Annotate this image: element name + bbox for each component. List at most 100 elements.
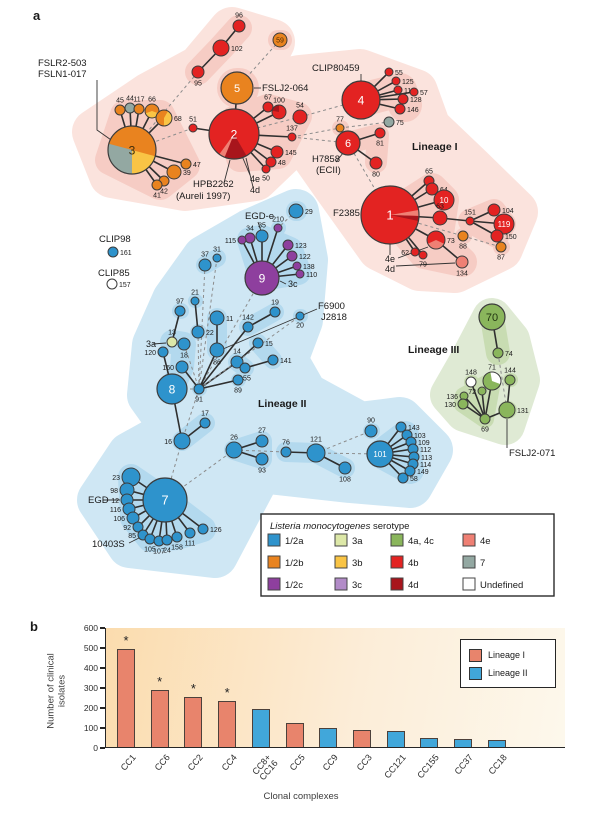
node-13-label: 13	[168, 330, 176, 337]
node-59: 59	[272, 32, 288, 48]
node-106-fill	[127, 512, 139, 524]
node-148-label: 148	[465, 370, 477, 377]
node-148-fill	[466, 377, 476, 387]
node-149-outline	[404, 465, 416, 477]
node-95-label: 95	[194, 81, 202, 88]
node-10-outline	[433, 189, 455, 211]
node-130-outline	[457, 398, 469, 410]
node-3-label: 3	[129, 143, 136, 157]
node-29: 29	[288, 203, 313, 219]
node-13-outline	[166, 336, 178, 348]
node-123-label: 123	[295, 243, 307, 250]
node-130-fill	[458, 399, 468, 409]
node-100: 100	[271, 98, 287, 120]
node-15-label: 15	[265, 341, 273, 348]
label-3c: 3c	[288, 279, 298, 289]
node-27: 27	[255, 428, 269, 448]
node-16-fill	[174, 433, 190, 449]
node-131: 131	[498, 401, 529, 419]
node-69: 69	[479, 413, 491, 434]
node-75: 75	[383, 116, 404, 128]
node-57-fill	[410, 88, 418, 96]
node-8-fill	[157, 374, 187, 404]
legend-swatch-3a	[334, 533, 348, 547]
leader-line-8	[395, 262, 456, 267]
node-117-fill	[134, 104, 144, 114]
node-14-outline	[230, 355, 244, 369]
node-95-fill	[192, 66, 204, 78]
node-10-fill	[434, 190, 454, 210]
edge-88-87	[462, 235, 502, 248]
node-75-outline	[383, 116, 395, 128]
node-1: 1	[360, 185, 420, 245]
label-f6900: F6900	[318, 301, 345, 312]
node-64-outline	[425, 182, 439, 196]
edge-16-7	[164, 440, 183, 501]
label-clip85: CLIP85	[98, 268, 130, 279]
node-80: 80	[369, 156, 383, 179]
node-158-outline	[171, 531, 183, 543]
node-34-fill	[245, 233, 255, 243]
panel-b-label: b	[30, 619, 38, 634]
node-158-fill	[172, 532, 182, 542]
label-a: a	[33, 8, 41, 23]
node-15-outline	[252, 337, 264, 349]
node-161-label: 161	[120, 250, 132, 257]
node-126: 126	[197, 523, 222, 535]
node-73-label: 73	[447, 238, 455, 245]
node-115: 115	[225, 235, 247, 245]
node-21-label: 21	[191, 290, 199, 297]
bar-CC1	[117, 649, 135, 747]
chart-legend-entry-Lineage-II: Lineage II	[469, 664, 555, 682]
node-115-outline	[237, 235, 247, 245]
y-axis-title-line2: isolates	[57, 674, 68, 708]
node-106-label: 106	[113, 516, 125, 523]
legend-label-4a-4c: 4a, 4c	[408, 536, 434, 547]
node-210-fill	[274, 224, 282, 232]
node-55-fill	[385, 68, 393, 76]
node-66: 66	[144, 97, 160, 119]
node-125-fill	[392, 77, 400, 85]
label-clip80459: CLIP80459	[312, 63, 360, 74]
node-123-fill	[283, 240, 293, 250]
y-tick-label-300: 300	[83, 683, 98, 693]
chart-legend-swatch-Lineage-II	[469, 666, 482, 680]
node-62-fill	[411, 248, 419, 256]
node-45-label: 45	[116, 98, 124, 105]
node-91-fill	[194, 384, 204, 394]
edge-31-91	[198, 257, 218, 390]
node-158-label: 158	[171, 545, 183, 552]
node-27-fill	[256, 435, 268, 447]
node-105-label: 105	[144, 547, 156, 554]
node-77-label: 77	[336, 117, 344, 124]
node-87: 87	[495, 241, 507, 262]
node-74-fill	[493, 348, 503, 358]
node-146-fill	[395, 104, 405, 114]
node-157-label: 157	[119, 282, 131, 289]
node-145-fill	[271, 146, 283, 158]
node-70: 70	[478, 303, 506, 331]
node-157-outline	[106, 278, 118, 290]
bar-CC155	[420, 737, 439, 747]
node-157-fill	[107, 279, 117, 289]
node-4-outline	[341, 80, 381, 120]
node-102-fill	[213, 40, 229, 56]
node-51-outline	[188, 123, 198, 133]
node-73-outline	[426, 230, 446, 250]
x-tick-label-CC4: CC4	[219, 752, 239, 773]
y-tick-mark-100	[100, 727, 105, 729]
node-100-wedge-0	[272, 105, 279, 112]
legend-label-Undefined: Undefined	[480, 580, 523, 591]
node-11-label: 11	[226, 316, 233, 323]
node-14-label: 14	[233, 349, 241, 356]
node-39-fill	[167, 165, 181, 179]
node-76-outline	[280, 446, 292, 458]
y-tick-mark-200	[100, 707, 105, 709]
node-42-label: 42	[160, 189, 168, 196]
node-80-label: 80	[372, 172, 380, 179]
node-110-fill	[296, 270, 304, 278]
node-73: 73	[426, 230, 455, 250]
node-55-outline	[384, 67, 394, 77]
node-93-label: 93	[258, 468, 266, 475]
